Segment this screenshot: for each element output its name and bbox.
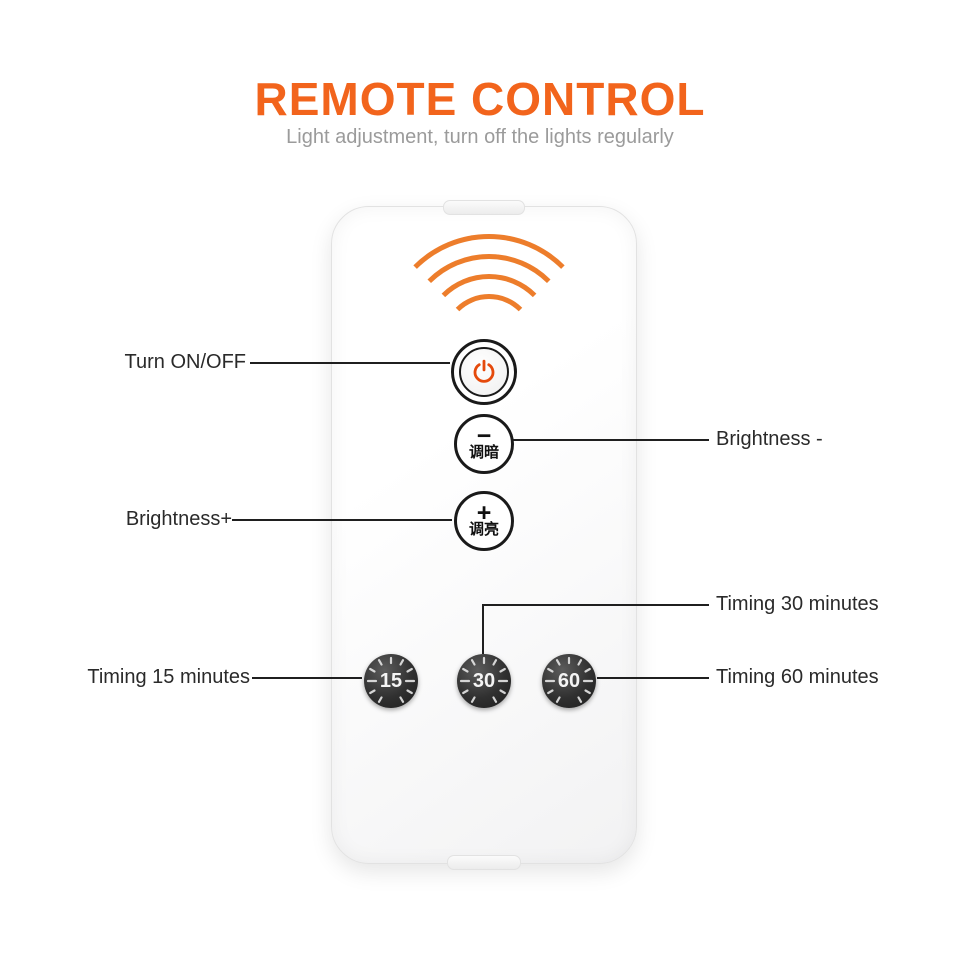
brightness-up-button[interactable]: + 调亮 — [454, 491, 514, 551]
dim-button-label: 调暗 — [468, 444, 499, 461]
callout-line-timing-30-vertical — [482, 604, 484, 654]
power-icon — [473, 359, 495, 383]
plus-icon: + — [476, 499, 492, 527]
callout-line-brightness-minus — [513, 439, 709, 441]
remote-control-body: − 调暗 + 调亮 15 — [331, 200, 637, 870]
callout-line-timing-15 — [252, 677, 362, 679]
remote-bottom-tab — [447, 855, 521, 870]
timer-30-label: 30 — [472, 669, 496, 692]
timer-15-button[interactable]: 15 — [364, 654, 418, 708]
timer-dial-ticks-icon — [366, 656, 416, 703]
power-button-ring — [459, 347, 509, 397]
label-timing-30: Timing 30 minutes — [716, 593, 879, 615]
timer-60-button[interactable]: 60 — [542, 654, 596, 708]
callout-line-brightness-plus — [232, 519, 452, 521]
minus-icon: − — [476, 422, 492, 450]
callout-line-power — [250, 362, 450, 364]
label-brightness-minus: Brightness - — [716, 428, 823, 450]
power-button[interactable] — [451, 339, 517, 405]
label-brightness-plus: Brightness+ — [125, 508, 232, 530]
brightness-down-button[interactable]: − 调暗 — [454, 414, 514, 474]
label-timing-15: Timing 15 minutes — [87, 666, 250, 688]
timer-30-button[interactable]: 30 — [457, 654, 511, 708]
page-title: REMOTE CONTROL — [254, 73, 706, 125]
timer-dial-ticks-icon — [459, 656, 509, 703]
page-subtitle: Light adjustment, turn off the lights re… — [286, 126, 674, 148]
callout-line-timing-30-horizontal — [483, 604, 709, 606]
label-turn-on-off: Turn ON/OFF — [124, 351, 246, 373]
brighten-button-label: 调亮 — [468, 521, 499, 538]
label-timing-60: Timing 60 minutes — [716, 666, 879, 688]
remote-top-tab — [443, 200, 525, 215]
timer-60-label: 60 — [557, 669, 581, 692]
timer-dial-ticks-icon — [544, 656, 594, 703]
signal-arc — [382, 234, 596, 448]
timer-15-label: 15 — [379, 669, 403, 692]
callout-line-timing-60 — [597, 677, 709, 679]
